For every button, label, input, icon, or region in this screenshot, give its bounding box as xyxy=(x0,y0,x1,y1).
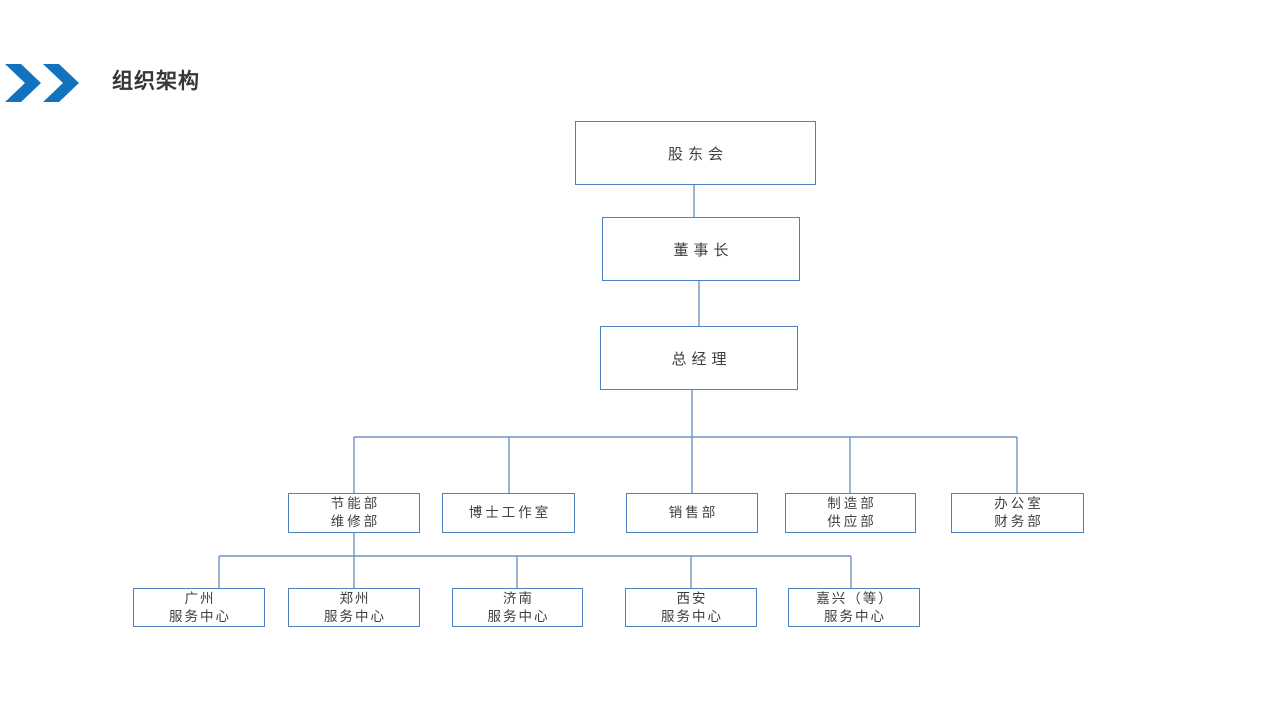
node-label: 节能部 xyxy=(330,496,381,511)
node-label: 维修部 xyxy=(330,514,381,529)
node-label: 服务中心 xyxy=(324,608,386,624)
node-label: 博士工作室 xyxy=(468,505,552,520)
org-node-shareholders-meeting: 股东会 xyxy=(575,121,816,185)
node-label: 广州 xyxy=(184,590,216,606)
org-node-sales-dept: 销售部 xyxy=(626,493,758,533)
node-label: 销售部 xyxy=(668,505,719,520)
node-label: 服务中心 xyxy=(487,608,550,624)
node-label: 财务部 xyxy=(994,514,1044,529)
node-label: 服务中心 xyxy=(824,608,886,624)
org-node-manufacturing-supply: 制造部 供应部 xyxy=(785,493,916,533)
page-title: 组织架构 xyxy=(112,70,200,93)
node-label: 服务中心 xyxy=(169,608,231,624)
node-label: 西安 xyxy=(676,590,708,606)
node-label: 郑州 xyxy=(339,590,371,606)
node-label: 制造部 xyxy=(827,496,877,511)
org-node-doctor-studio: 博士工作室 xyxy=(442,493,575,533)
double-chevron-icon xyxy=(5,64,79,102)
node-label: 股东会 xyxy=(667,145,728,163)
org-node-chairman: 董事长 xyxy=(602,217,800,281)
node-label: 办公室 xyxy=(994,496,1044,511)
org-node-jinan-center: 济南 服务中心 xyxy=(452,588,583,627)
org-node-jiaxing-center: 嘉兴（等） 服务中心 xyxy=(788,588,920,627)
org-node-guangzhou-center: 广州 服务中心 xyxy=(133,588,265,627)
slide-header: 组织架构 xyxy=(0,0,1280,110)
org-node-energy-maintenance: 节能部 维修部 xyxy=(288,493,420,533)
org-node-zhengzhou-center: 郑州 服务中心 xyxy=(288,588,420,627)
org-node-xian-center: 西安 服务中心 xyxy=(625,588,757,627)
org-node-general-manager: 总经理 xyxy=(600,326,798,390)
org-node-office-finance: 办公室 财务部 xyxy=(951,493,1084,533)
node-label: 嘉兴（等） xyxy=(816,590,894,606)
node-label: 供应部 xyxy=(827,514,877,529)
node-label: 济南 xyxy=(503,590,534,606)
node-label: 总经理 xyxy=(671,350,732,368)
node-label: 服务中心 xyxy=(661,608,723,624)
node-label: 董事长 xyxy=(673,241,734,259)
